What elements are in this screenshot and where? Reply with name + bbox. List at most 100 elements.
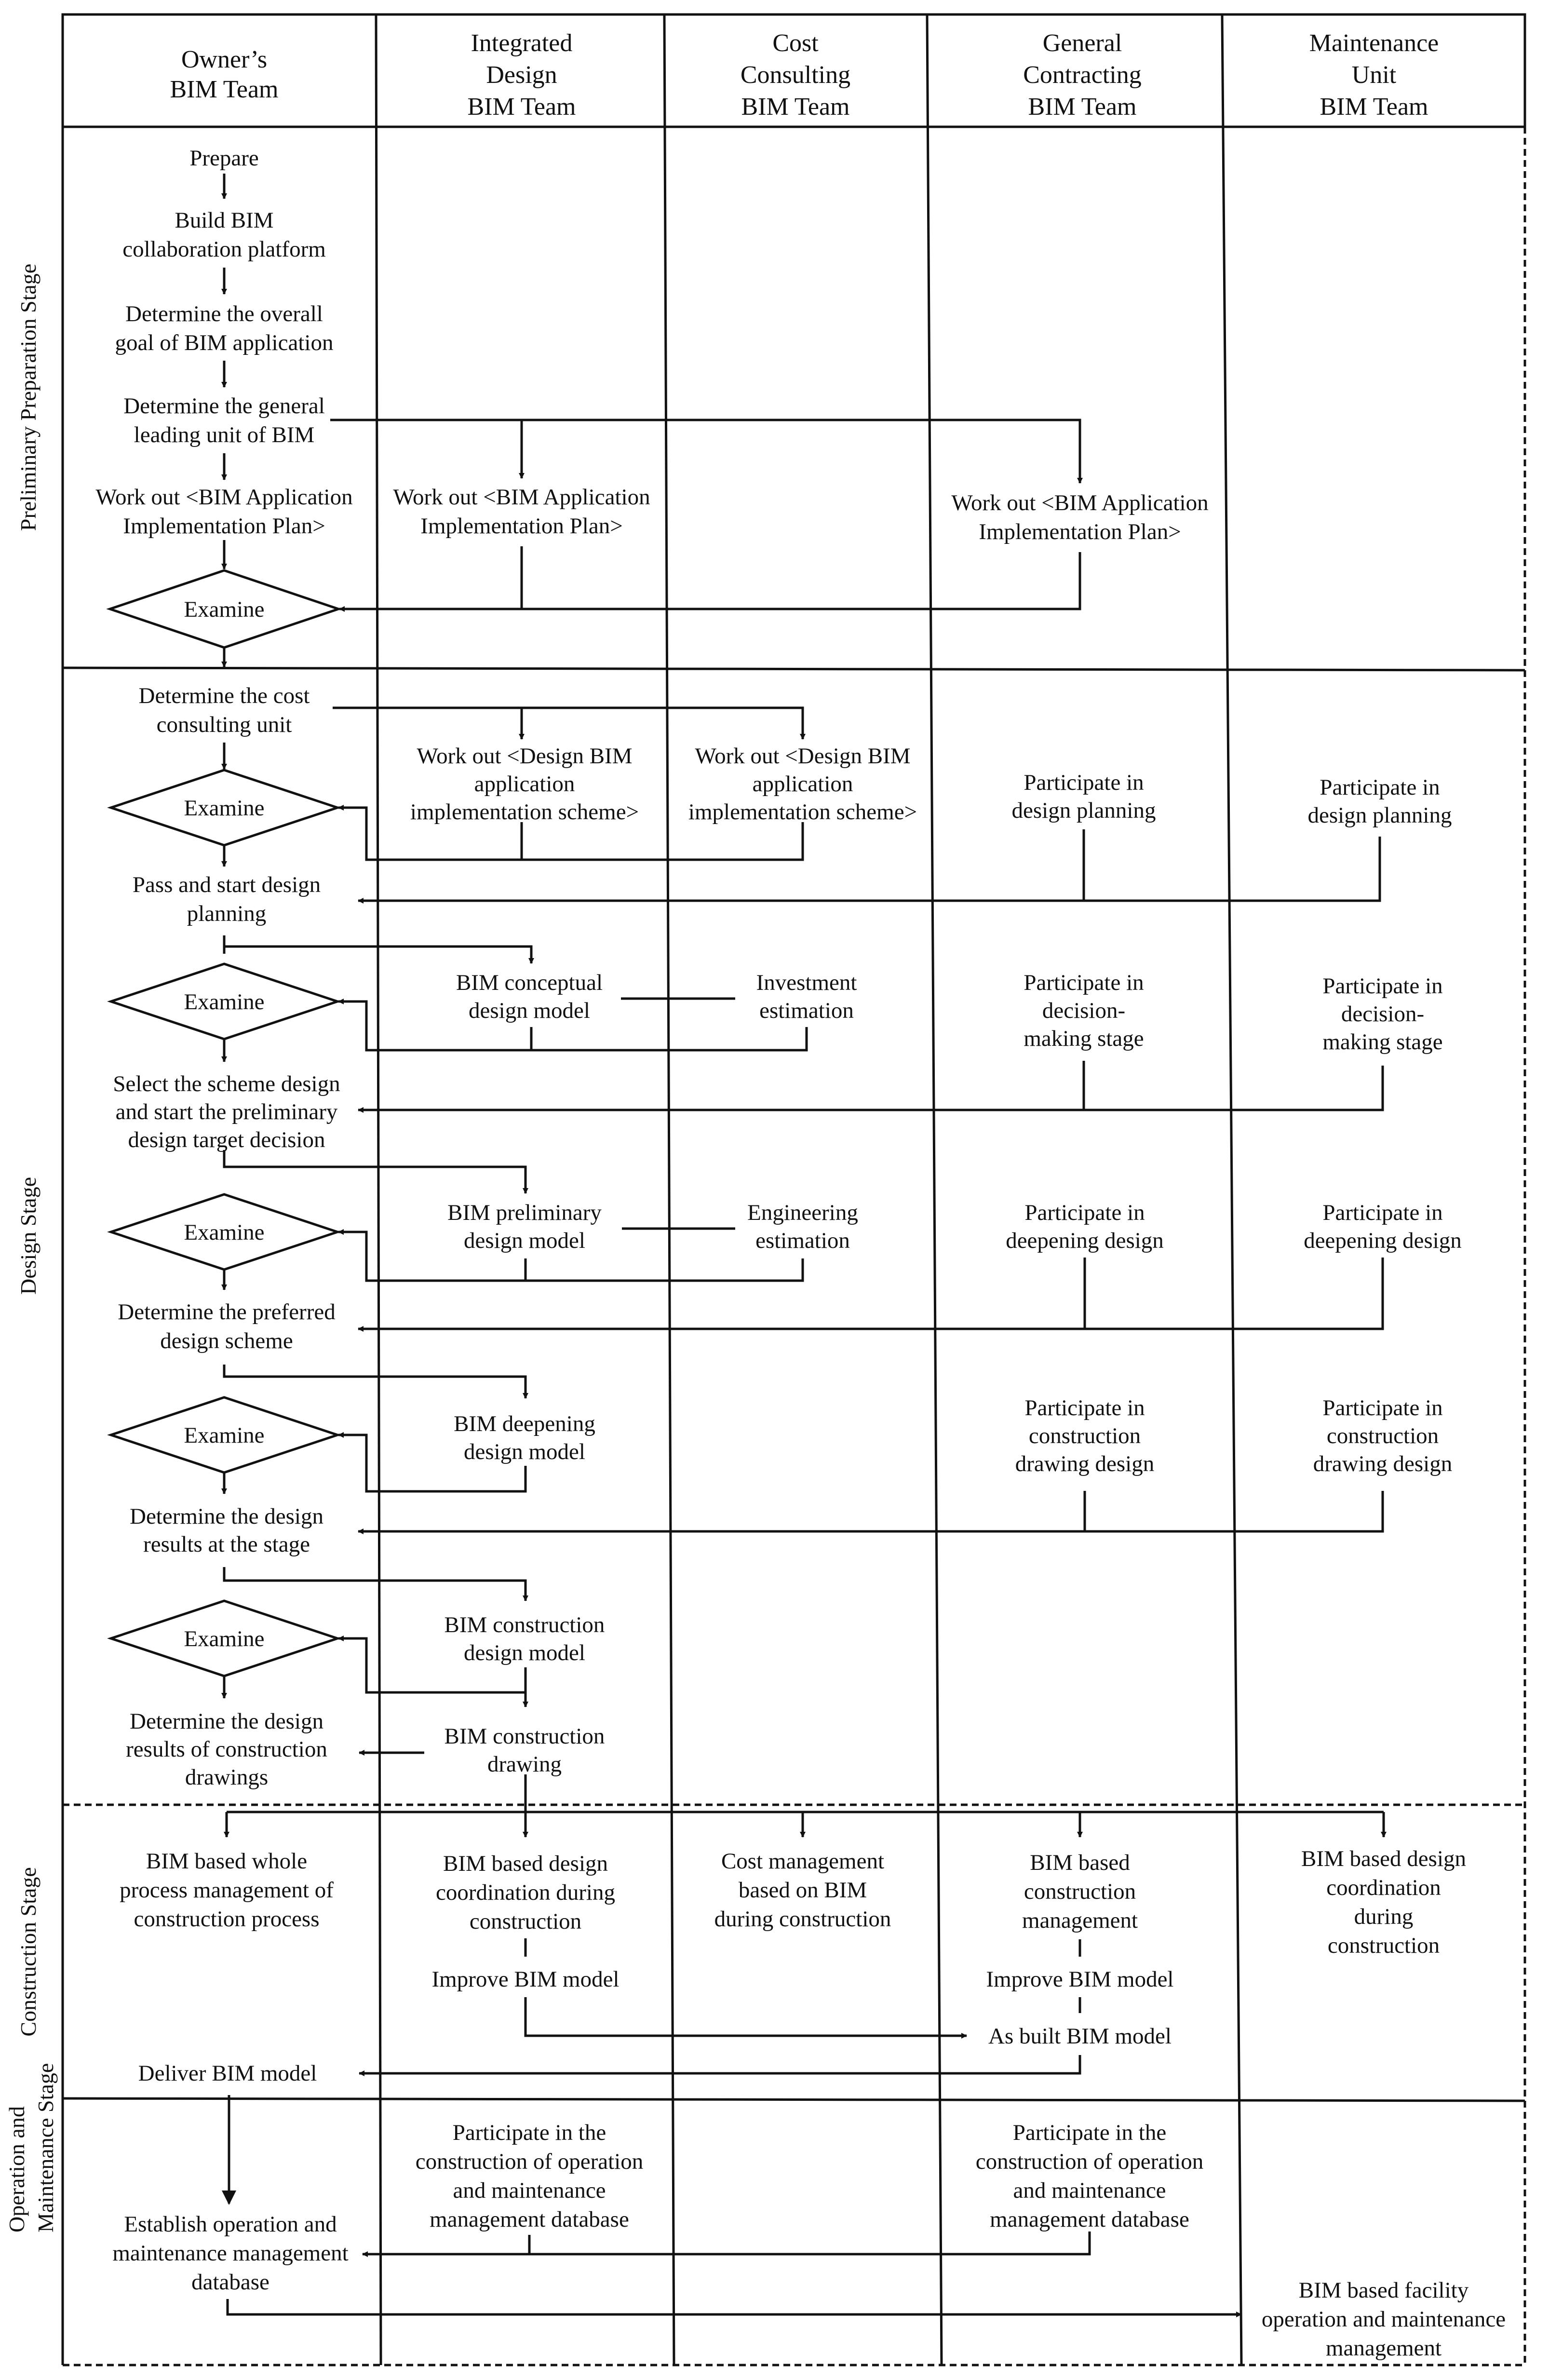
node-conceptual-model: BIM conceptual design model — [456, 970, 603, 1023]
node-leading-unit: Determine the general leading unit of BIM — [123, 393, 325, 447]
arrow-plans-to-examine — [339, 552, 1081, 612]
header-row-frame — [61, 13, 1526, 128]
lane-divider-2 — [663, 14, 675, 2366]
decision-diamond-prelim — [106, 569, 342, 649]
text-line: BIM Team — [170, 76, 278, 103]
text-line: Owner’s — [181, 46, 267, 73]
text-line: Operation and — [4, 2106, 29, 2232]
stage-divider-design — [62, 666, 1525, 672]
text-line: Participate in the — [1013, 2120, 1166, 2145]
text-line: Determine the general — [123, 393, 325, 419]
text-line: BIM preliminary — [447, 1200, 602, 1225]
text-line: As built BIM model — [988, 2024, 1172, 2049]
text-line: Investment — [756, 970, 857, 995]
text-line: Implementation Plan> — [979, 519, 1181, 544]
text-line: BIM Team — [467, 93, 576, 121]
text-line: drawing design — [1015, 1451, 1154, 1476]
text-line: management — [1022, 1908, 1138, 1933]
text-line: design planning — [1012, 798, 1156, 823]
text-line: implementation scheme> — [688, 799, 917, 825]
text-line: Determine the overall — [125, 301, 323, 326]
arrow-databases-to-owner — [362, 2231, 1091, 2257]
text-line: application — [753, 771, 853, 797]
text-line: results at the stage — [143, 1532, 310, 1557]
text-line: and maintenance — [453, 2178, 606, 2203]
line-investment-back — [531, 1027, 808, 1052]
text-line: consulting unit — [157, 712, 292, 737]
text-line: BIM conceptual — [456, 970, 603, 995]
text-line: design model — [469, 998, 590, 1023]
arrow-to-examine-5 — [338, 1636, 525, 1694]
text-line: Maintenance — [1309, 29, 1439, 57]
text-line: Work out <Design BIM — [417, 744, 632, 769]
text-line: Participate in — [1322, 1200, 1442, 1225]
stage-labels: Preliminary Preparation Stage Design Sta… — [4, 264, 58, 2232]
decision-diamond-3 — [107, 1193, 341, 1271]
text-line: BIM Team — [1028, 93, 1136, 121]
text-line: Participate in — [1322, 974, 1442, 999]
arrow-to-general-plan — [330, 419, 1083, 484]
text-line: construction process — [134, 1907, 319, 1932]
text-line: results of construction — [126, 1737, 327, 1762]
text-line: drawing — [487, 1752, 562, 1777]
line-cost-scheme-back — [522, 822, 804, 861]
node-examine-5: Examine — [184, 1626, 264, 1651]
text-line: Cost — [772, 29, 819, 57]
arrow-to-conceptual — [223, 935, 534, 964]
text-line: Integrated — [471, 29, 573, 57]
text-line: maintenance management — [112, 2241, 348, 2266]
text-line: construction of operation — [976, 2149, 1203, 2174]
text-line: Improve BIM model — [432, 1967, 620, 1992]
text-line: goal of BIM application — [115, 330, 334, 355]
text-line: Unit — [1352, 61, 1397, 89]
text-line: BIM based — [1030, 1850, 1130, 1875]
text-line: decision- — [1042, 998, 1125, 1023]
node-general-database: Participate in the construction of operat… — [976, 2120, 1203, 2232]
text-line: application — [474, 771, 575, 797]
decision-diamond-4 — [107, 1396, 341, 1474]
text-line: Establish operation and — [124, 2212, 337, 2237]
node-improve-design: Improve BIM model — [432, 1967, 620, 1992]
stage-divider-operation — [62, 2097, 1525, 2102]
node-as-built: As built BIM model — [988, 2024, 1172, 2049]
text-line: database — [191, 2270, 269, 2295]
arrow-to-examine-3 — [338, 1229, 527, 1282]
text-line: Determine the design — [130, 1504, 323, 1529]
decision-diamond-2 — [107, 962, 341, 1041]
arrow-to-deepening-model — [223, 1365, 528, 1399]
text-line: leading unit of BIM — [134, 422, 315, 447]
arrow-schemes-to-examine-1 — [338, 805, 523, 861]
text-line: BIM construction — [444, 1724, 605, 1749]
text-line: and maintenance — [1013, 2178, 1166, 2203]
text-line: Improve BIM model — [986, 1967, 1174, 1992]
text-line: management — [1326, 2336, 1441, 2361]
line-engineering-back — [525, 1258, 804, 1282]
text-line: management database — [430, 2207, 629, 2232]
node-examine-prelim: Examine — [184, 597, 264, 622]
operation-stage-flow: Participate in the construction of operat… — [112, 2095, 1506, 2361]
arrow-to-examine-2 — [338, 999, 533, 1052]
text-line: deepening design — [1006, 1228, 1164, 1253]
text-line: Prepare — [189, 146, 259, 171]
text-line: BIM based facility — [1299, 2278, 1469, 2303]
text-line: Determine the preferred — [118, 1299, 335, 1325]
